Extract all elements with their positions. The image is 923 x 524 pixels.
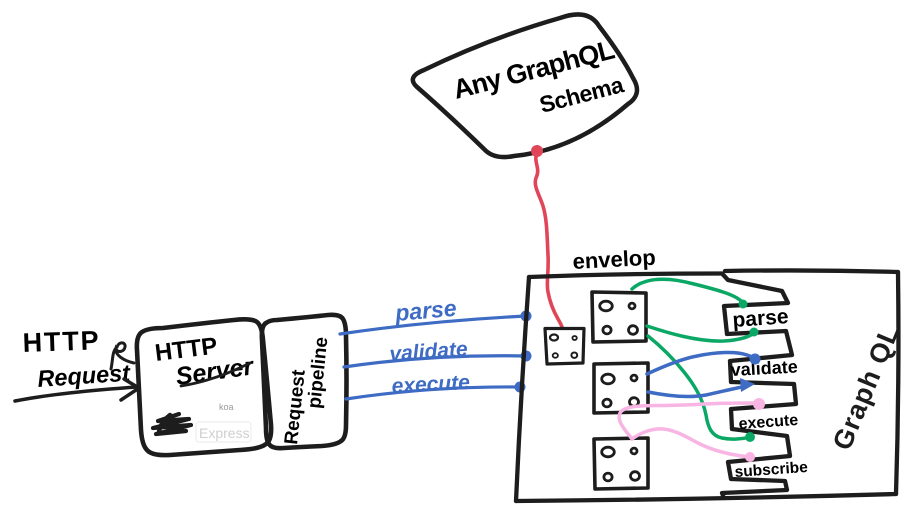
svg-text:envelop: envelop bbox=[572, 245, 656, 274]
svg-text:HTTP: HTTP bbox=[22, 325, 101, 358]
svg-text:parse: parse bbox=[393, 295, 458, 326]
svg-text:koa: koa bbox=[219, 402, 234, 412]
svg-text:Graph QL: Graph QL bbox=[827, 320, 905, 454]
svg-text:pipeline: pipeline bbox=[304, 336, 332, 410]
svg-text:execute: execute bbox=[738, 412, 799, 433]
svg-text:validate: validate bbox=[389, 338, 469, 366]
svg-text:subscribe: subscribe bbox=[734, 459, 809, 481]
svg-text:execute: execute bbox=[391, 371, 471, 398]
svg-text:parse: parse bbox=[732, 305, 790, 332]
svg-text:validate: validate bbox=[730, 357, 798, 380]
svg-text:Express: Express bbox=[199, 425, 250, 441]
